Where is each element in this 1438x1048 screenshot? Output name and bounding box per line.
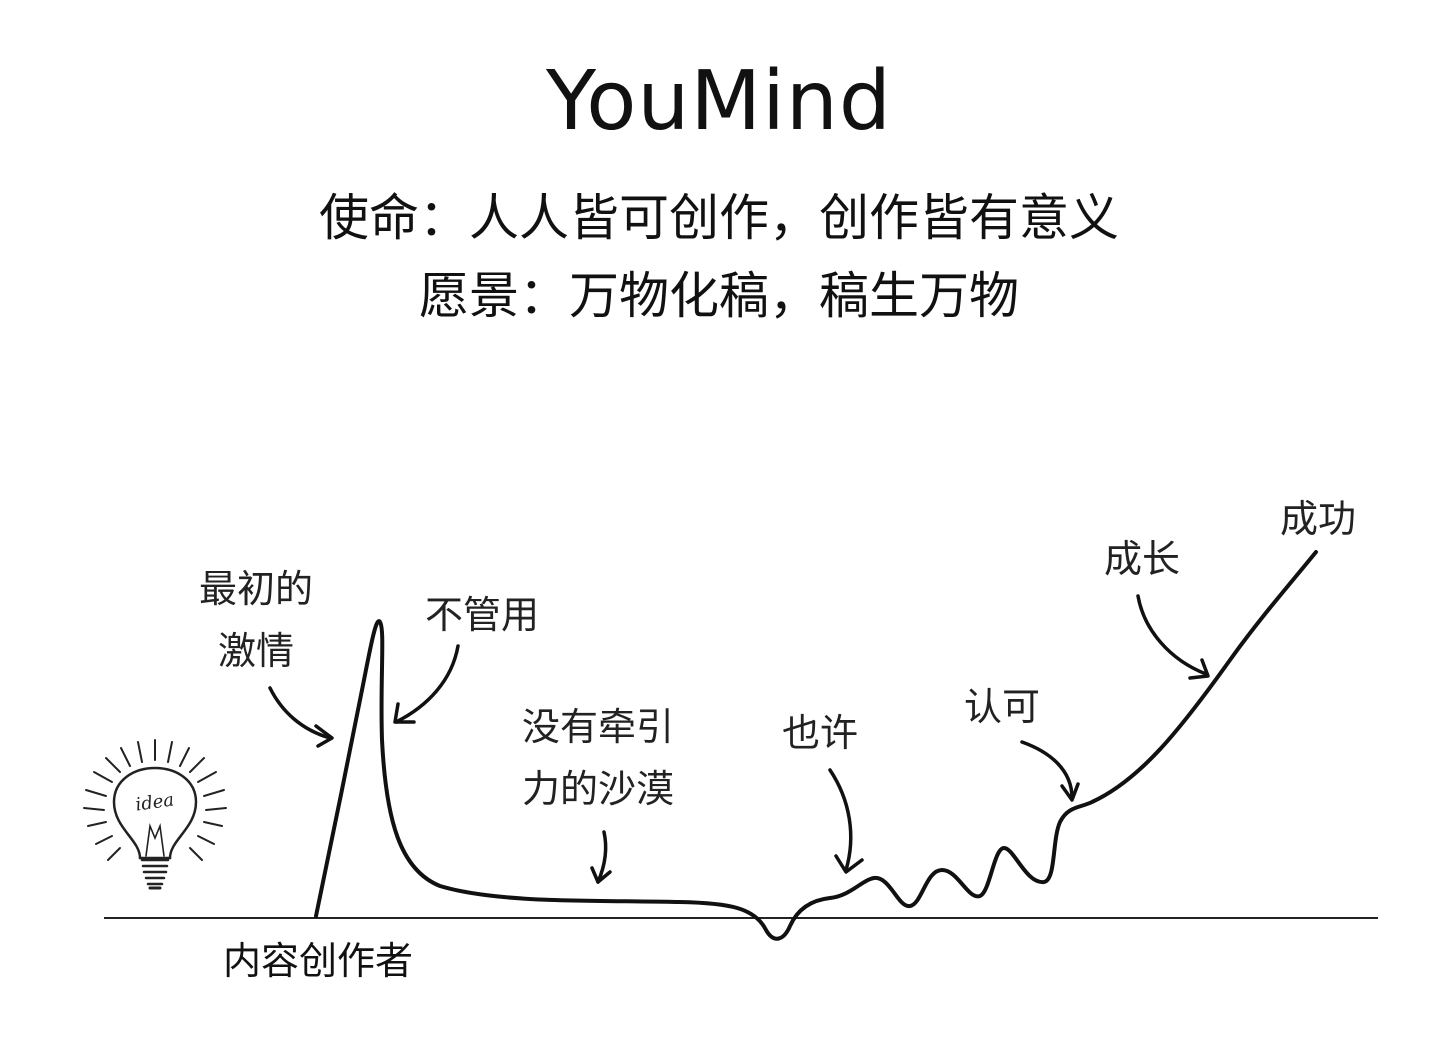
- label-growth: 成长: [1104, 537, 1180, 581]
- arrow-maybe: [828, 768, 864, 874]
- arrow-growth: [1136, 594, 1210, 680]
- label-maybe: 也许: [782, 711, 858, 755]
- arrow-not-working: [393, 644, 460, 724]
- arrow-desert: [590, 830, 612, 884]
- label-recognition: 认可: [964, 685, 1040, 729]
- idea-bulb-text: idea: [134, 789, 175, 815]
- page-title: YouMind: [546, 54, 892, 149]
- label-not-working: 不管用: [425, 593, 539, 637]
- label-creator: 内容创作者: [223, 939, 413, 983]
- mission-statement: 使命：人人皆可创作，创作皆有意义: [319, 189, 1119, 247]
- label-initial-passion-line2: 激情: [218, 629, 294, 673]
- label-desert-line1: 没有牵引: [522, 705, 674, 749]
- lightbulb-icon: [83, 739, 227, 890]
- label-initial-passion-line1: 最初的: [199, 567, 313, 611]
- label-desert-line2: 力的沙漠: [522, 767, 674, 811]
- label-success: 成功: [1280, 497, 1356, 541]
- journey-curve: [314, 550, 1318, 941]
- arrow-recognition: [1020, 740, 1080, 802]
- vision-statement: 愿景：万物化稿，稿生万物: [419, 267, 1019, 325]
- arrow-initial-passion: [268, 686, 334, 748]
